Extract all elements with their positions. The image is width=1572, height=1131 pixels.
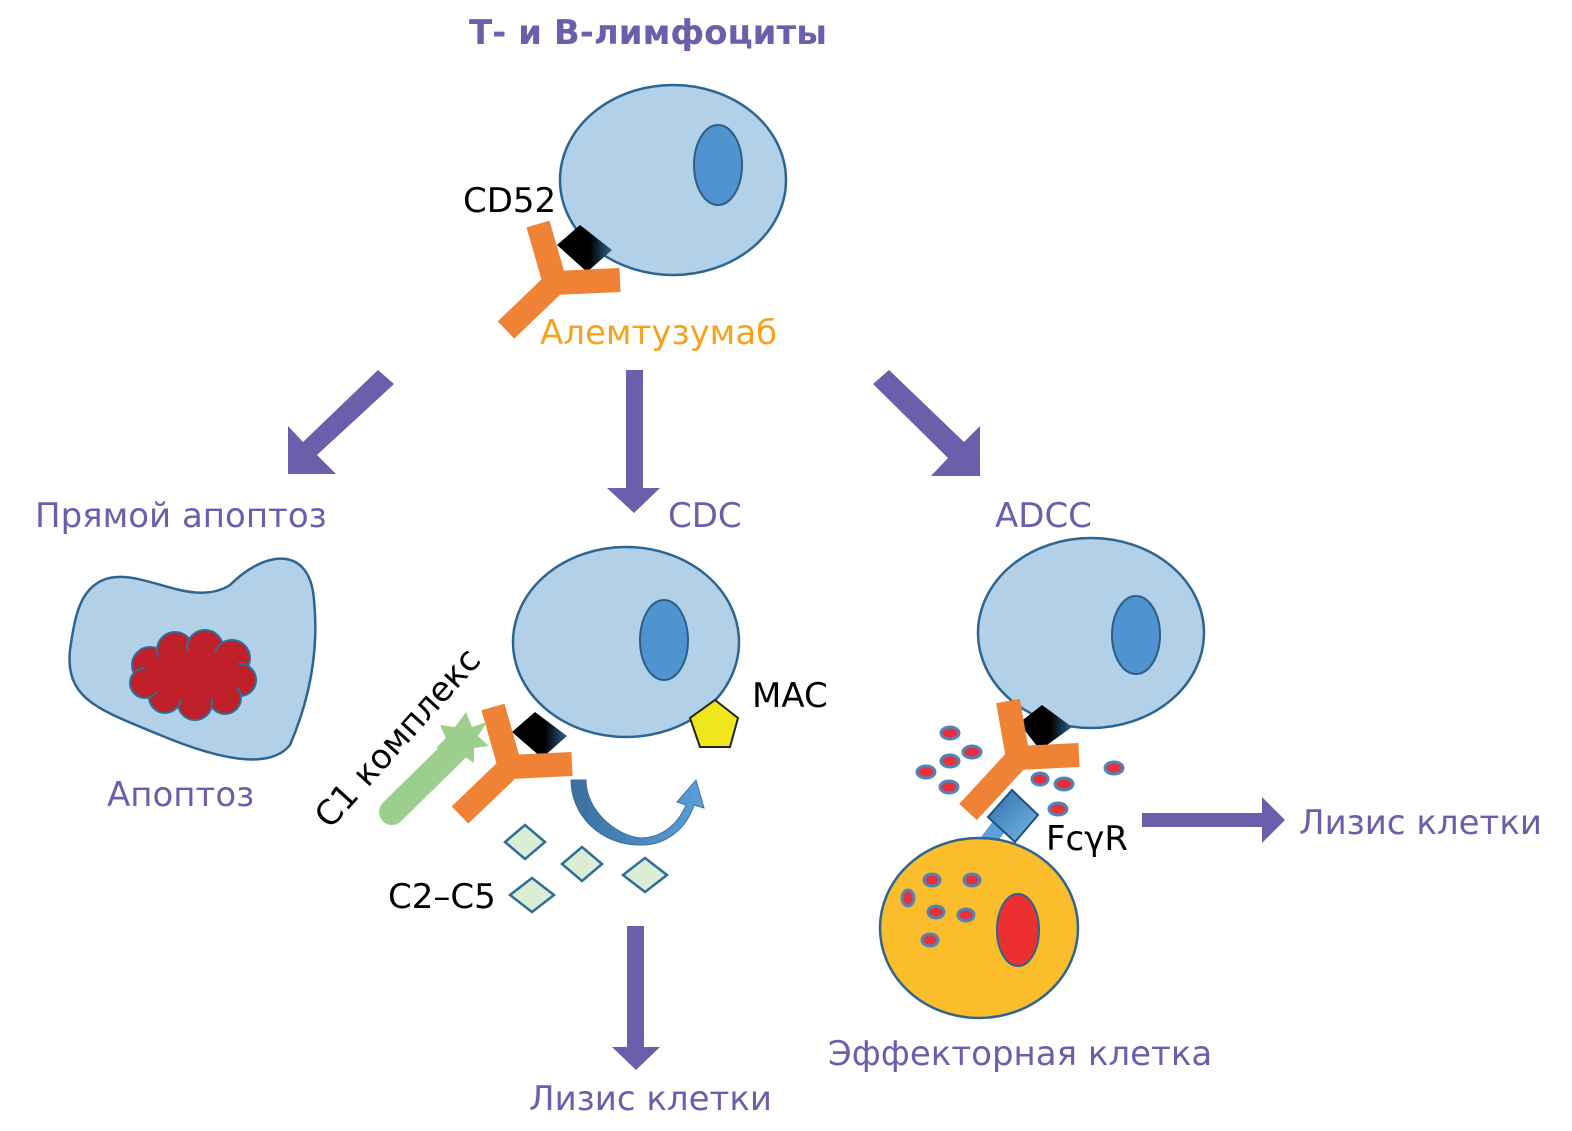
arrow-adcc-to-lysis [1142,797,1285,843]
mac-label: MAC [752,676,828,716]
direct-apoptosis-label: Прямой апоптоз [35,496,327,536]
top-lymphocyte [497,83,788,339]
apoptosis-label: Апоптоз [107,775,254,815]
arrow-to-apoptosis [288,370,394,474]
cdc-curved-arrow [570,778,705,846]
effector-cell-body [878,836,1080,1020]
arrow-to-adcc [873,370,980,476]
cdc-lysis-label: Лизис клетки [529,1079,772,1119]
cd52-receptor [557,225,612,272]
cdc-antibody [451,703,573,824]
fcgr-receptor [986,788,1040,844]
adcc-target-cell [915,536,1206,850]
cdc-cell [511,545,741,739]
cd52-label: CD52 [463,181,556,221]
fcgr-label: FcγR [1046,819,1128,859]
cdc-label: CDC [668,496,742,536]
alemtuzumab-label: Алемтузумаб [540,313,777,353]
adcc-cell [976,536,1206,730]
c2-c5-fragments [503,823,670,914]
adcc-label: ADCC [995,496,1092,536]
arrow-cdc-to-lysis [612,926,660,1070]
cdc-cell-nucleus [639,599,689,681]
alemtuzumab-antibody [497,220,621,339]
effector-cell [878,836,1080,1020]
cdc-target-cell [379,545,741,914]
diagram-title: Т- и В-лимфоциты [469,13,827,53]
adcc-lysis-label: Лизис клетки [1299,803,1542,843]
adcc-antibody [959,698,1080,821]
effector-cell-label: Эффекторная клетка [828,1034,1212,1074]
effector-nucleus [996,893,1040,967]
released-granules [915,725,1125,817]
c2-c5-label: C2–C5 [388,877,496,917]
apoptotic-cell [68,557,317,761]
fragmented-nucleus [129,629,257,721]
cdc-cd52-receptor [512,712,567,758]
lymphocyte-nucleus [693,124,743,206]
arrow-to-cdc [607,370,660,513]
effector-granules [900,872,982,948]
adcc-cell-nucleus [1111,595,1161,675]
mac-pentagon [688,698,740,748]
adcc-cd52-receptor [1019,705,1072,750]
c1-complex [379,712,489,825]
